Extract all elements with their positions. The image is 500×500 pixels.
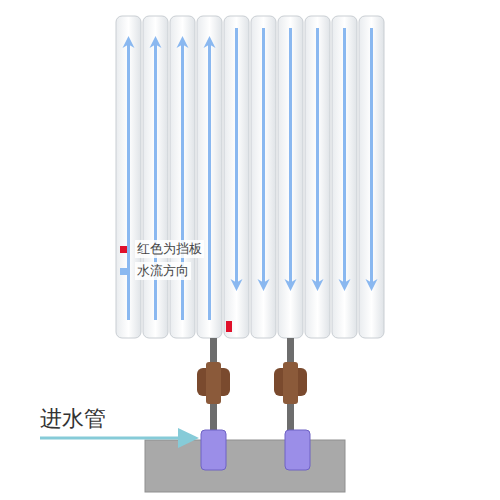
radiator-columns xyxy=(116,16,384,338)
legend: 红色为挡板水流方向 xyxy=(120,238,204,282)
legend-row: 水流方向 xyxy=(120,260,204,282)
legend-swatch xyxy=(120,246,127,253)
flow-arrow xyxy=(262,28,265,285)
legend-text: 水流方向 xyxy=(135,262,191,280)
radiator-column xyxy=(251,16,276,338)
flow-arrow xyxy=(316,28,319,285)
baffle xyxy=(226,321,232,332)
legend-row: 红色为挡板 xyxy=(120,238,204,260)
radiator-column xyxy=(278,16,303,338)
radiator-column xyxy=(332,16,357,338)
pipe-label: 进水管 xyxy=(40,404,106,434)
flow-arrow xyxy=(343,28,346,285)
radiator-column xyxy=(116,16,141,338)
flow-arrow xyxy=(208,42,211,320)
legend-swatch xyxy=(120,268,127,275)
flow-arrow xyxy=(370,28,373,285)
flow-arrow xyxy=(127,42,130,320)
inlet-valve xyxy=(197,362,230,404)
outlet-valve xyxy=(274,362,307,404)
radiator-column xyxy=(305,16,330,338)
radiator-column xyxy=(359,16,384,338)
inlet-fitting xyxy=(201,430,226,470)
legend-text: 红色为挡板 xyxy=(135,240,204,258)
flow-arrow xyxy=(289,28,292,285)
flow-arrow xyxy=(235,28,238,285)
radiator-column xyxy=(197,16,222,338)
floor-base xyxy=(145,440,345,492)
outlet-fitting xyxy=(285,430,310,470)
radiator-column xyxy=(170,16,195,338)
radiator-column xyxy=(143,16,168,338)
radiator-column xyxy=(224,16,249,338)
label-group: 进水管 xyxy=(40,404,106,434)
